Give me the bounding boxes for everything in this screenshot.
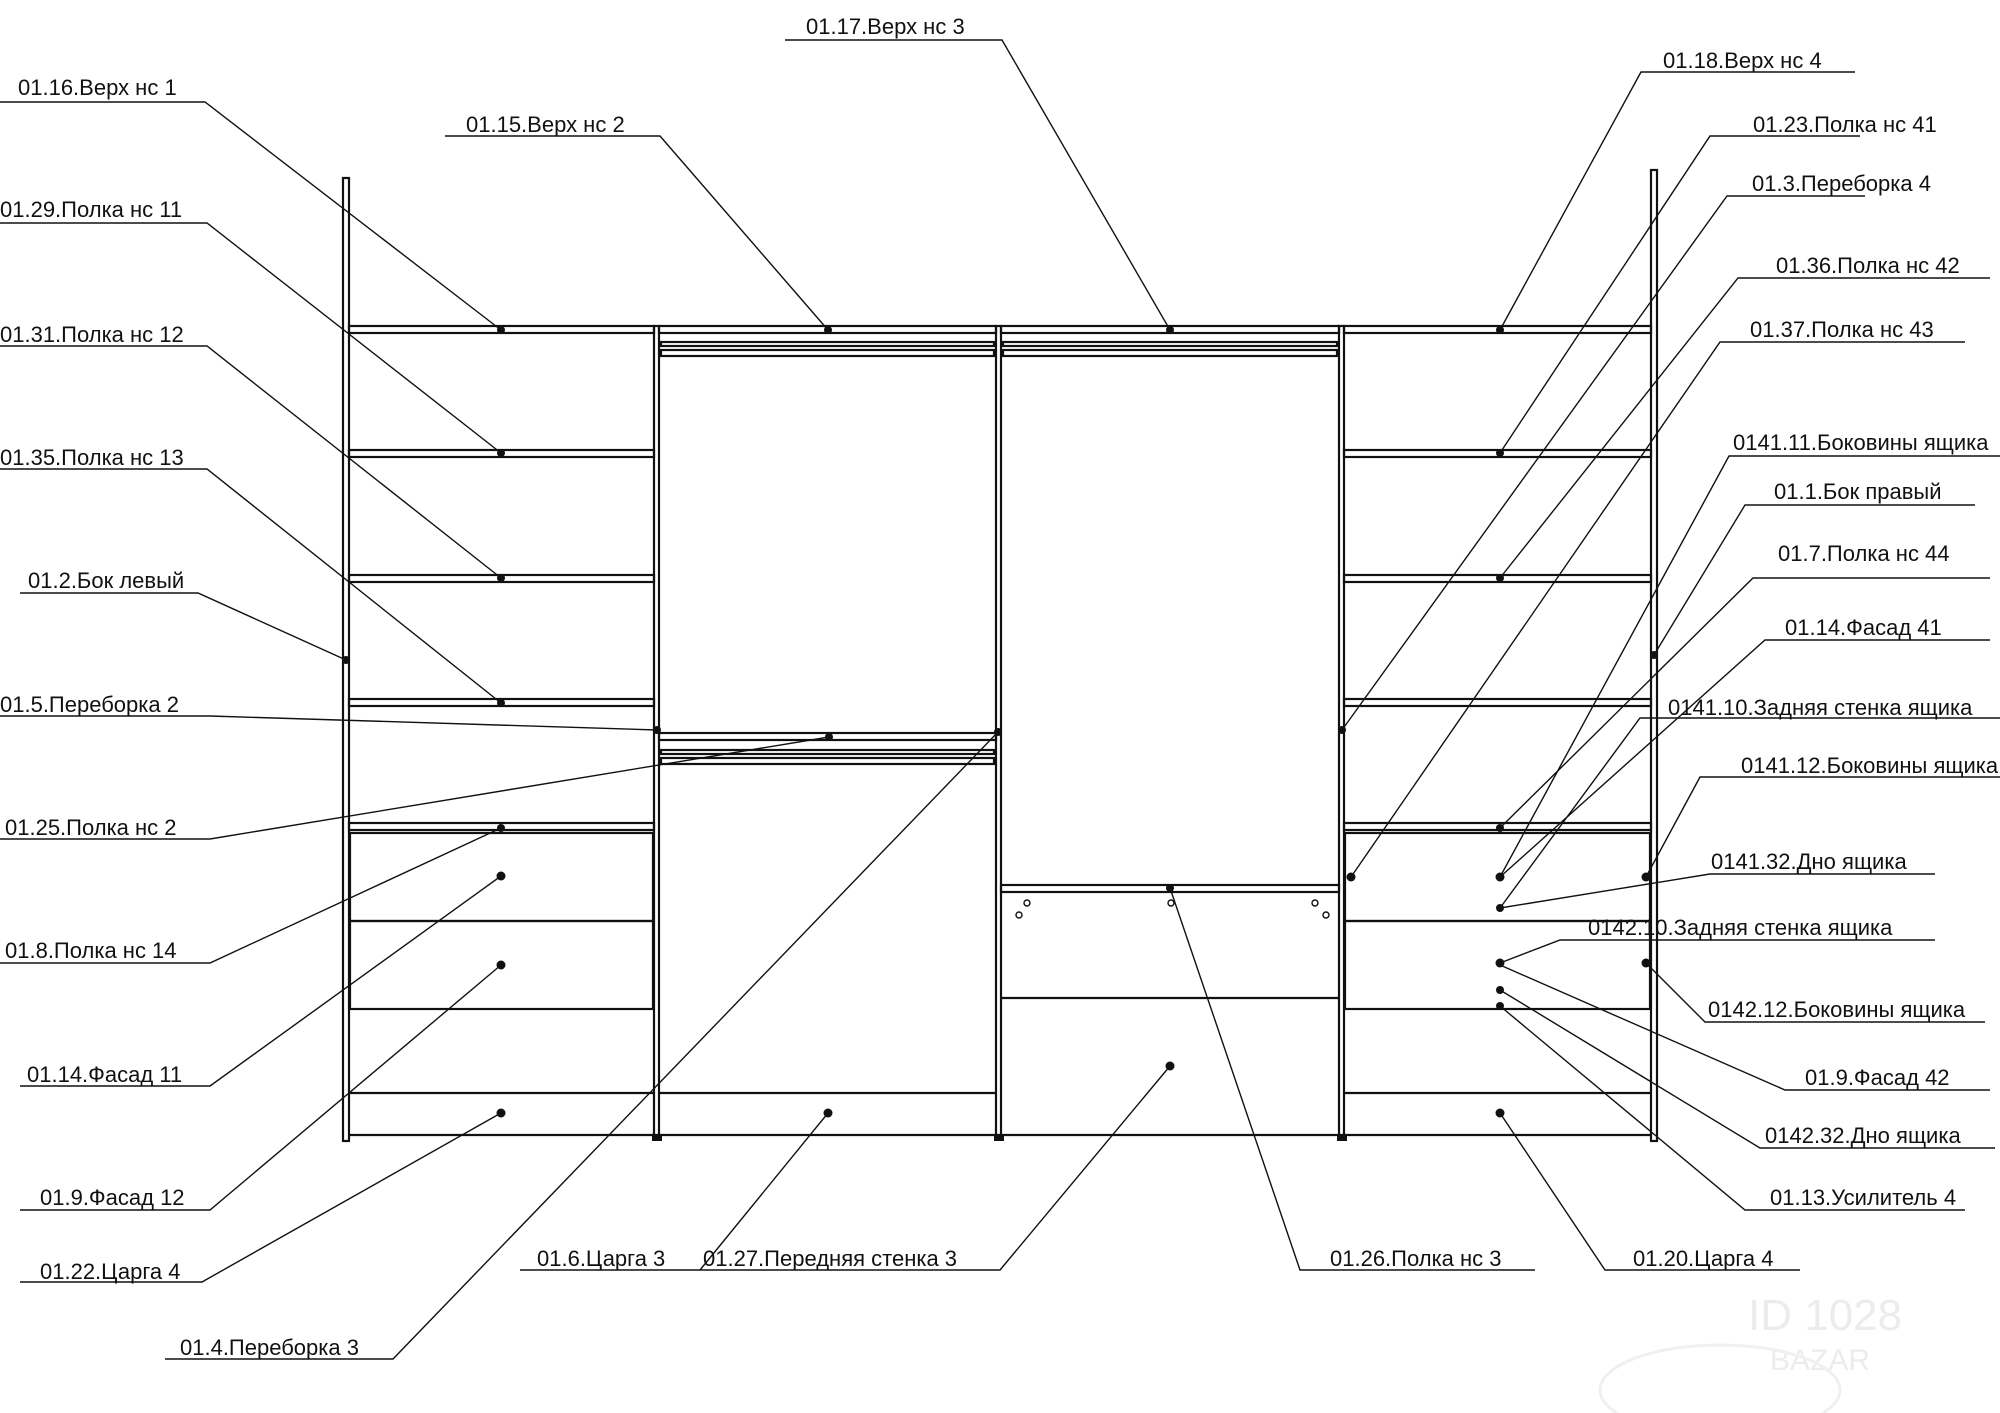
label-shelf-14: 01.8.Полка нс 14 [5,938,177,963]
label-reinforcement-4: 01.13.Усилитель 4 [1770,1185,1956,1210]
hanging-rods [659,340,1339,358]
label-shelf-3: 01.26.Полка нс 3 [1330,1246,1502,1271]
label-top-4: 01.18.Верх нс 4 [1663,48,1822,73]
label-drawer-back-1: 0141.10.Задняя стенка ящика [1668,695,1973,720]
label-shelf-13: 01.35.Полка нс 13 [0,445,184,470]
watermark-logo [1598,1343,1842,1413]
label-facade-12: 01.9.Фасад 12 [40,1185,185,1210]
label-drawer-bottom-1: 0141.32.Дно ящика [1711,849,1907,874]
connection-dots [342,326,1658,1118]
label-left-side: 01.2.Бок левый [28,568,184,593]
label-partition-4: 01.3.Переборка 4 [1752,171,1931,196]
label-shelf-2: 01.25.Полка нс 2 [5,815,177,840]
label-partition-3: 01.4.Переборка 3 [180,1335,359,1360]
label-shelf-42: 01.36.Полка нс 42 [1776,253,1960,278]
section-3-shelf [999,883,1341,1000]
top-panels [347,324,1653,335]
left-column-shelves [347,448,656,1095]
foot [652,1135,662,1141]
label-drawer-sides-2: 0141.12.Боковины ящика [1741,753,1999,778]
label-tsarga-4-right: 01.20.Царга 4 [1633,1246,1774,1271]
label-tsarga-4-left: 01.22.Царга 4 [40,1259,181,1284]
label-shelf-43: 01.37.Полка нс 43 [1750,317,1934,342]
label-drawer-sides-1: 0141.11.Боковины ящика [1733,430,1989,455]
label-shelf-41: 01.23.Полка нс 41 [1753,112,1937,137]
label-top-3: 01.17.Верх нс 3 [806,14,965,39]
watermark: ID 1028 BAZAR [1598,1291,1902,1413]
label-shelf-12: 01.31.Полка нс 12 [0,322,184,347]
wardrobe-structure [341,168,1659,1143]
foot [1337,1135,1347,1141]
label-drawer-bottom-2: 0142.32.Дно ящика [1765,1123,1961,1148]
label-right-side: 01.1.Бок правый [1774,479,1942,504]
label-front-wall-3: 01.27.Передняя стенка 3 [703,1246,957,1271]
right-column-shelves [1342,448,1653,1095]
label-top-2: 01.15.Верх нс 2 [466,112,625,137]
label-facade-42: 01.9.Фасад 42 [1805,1065,1950,1090]
watermark-brand: BAZAR [1770,1344,1870,1377]
label-top-1: 01.16.Верх нс 1 [18,75,177,100]
label-tsarga-3: 01.6.Царга 3 [537,1246,665,1271]
label-drawer-sides-3: 0142.12.Боковины ящика [1708,997,1966,1022]
label-facade-41: 01.14.Фасад 41 [1785,615,1942,640]
part-labels: 01.16.Верх нс 1 01.15.Верх нс 2 01.17.Ве… [0,14,1999,1360]
leader-lines [0,39,2000,1360]
foot [994,1135,1004,1141]
watermark-id: ID 1028 [1748,1291,1902,1340]
label-facade-11: 01.14.Фасад 11 [27,1062,182,1087]
label-partition-2: 01.5.Переборка 2 [0,692,179,717]
label-drawer-back-2: 0142.10.Задняя стенка ящика [1588,915,1893,940]
label-shelf-44: 01.7.Полка нс 44 [1778,541,1950,566]
label-shelf-11: 01.29.Полка нс 11 [0,197,182,222]
